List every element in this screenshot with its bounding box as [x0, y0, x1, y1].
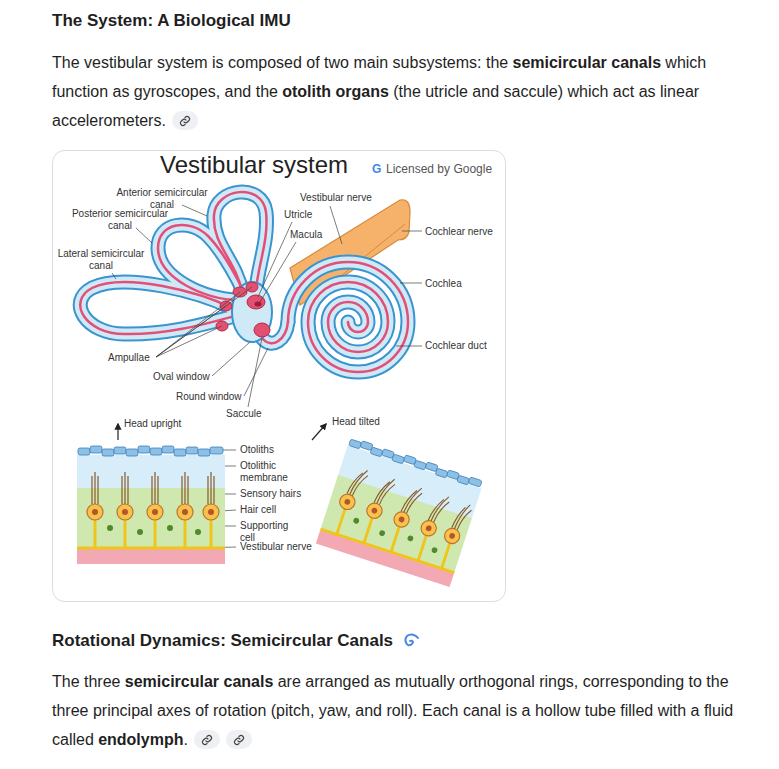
part-label: Cochlear nerve: [425, 226, 493, 238]
leader-lines: [402, 231, 422, 232]
macula-tilted: [316, 437, 484, 587]
vestibule: [247, 295, 265, 309]
macula-tilted: [316, 437, 484, 587]
macula-upright: [77, 446, 225, 564]
leader-lines: [156, 306, 226, 357]
part-label: Macula: [290, 229, 322, 241]
macula-upright: [92, 472, 214, 504]
leader-lines: [330, 206, 342, 244]
body-text: .: [183, 731, 187, 748]
macula-upright: [122, 472, 128, 504]
macula-tilted: [401, 484, 423, 516]
part-label: Supporting cell: [240, 520, 302, 544]
upright-arrow: [117, 424, 118, 440]
macula-upright: [77, 446, 225, 564]
source-link-chip: [226, 730, 252, 749]
figure-card: [53, 151, 506, 602]
part-label: Vestibular nerve: [240, 541, 312, 553]
tilt-arrow: [312, 424, 326, 440]
link-icon: [234, 735, 243, 744]
paragraph: The vestibular system is composed of two…: [52, 48, 757, 135]
part-label: Cochlear duct: [425, 340, 487, 352]
leader-lines: [136, 228, 152, 243]
vestibule: [216, 282, 270, 337]
macula-upright: [182, 472, 188, 504]
part-label: Head upright: [124, 418, 181, 430]
part-label: Utricle: [284, 209, 312, 221]
macula-tilted: [428, 493, 450, 525]
macula-tilted: [452, 502, 473, 532]
body-text: The vestibular system is composed of two…: [52, 54, 508, 71]
vestibule: [254, 323, 270, 337]
license-badge: Licensed by Google: [386, 162, 492, 176]
semicircular-canals-and-cochlea: [214, 192, 267, 292]
vestibule: [232, 282, 272, 342]
spiral-icon: [400, 631, 420, 651]
leader-lines: [156, 292, 240, 357]
part-label: Sensory hairs: [240, 488, 301, 500]
part-label: Round window: [176, 391, 242, 403]
leader-lines: [112, 273, 116, 279]
leader-lines: [248, 338, 262, 407]
macula-tilted: [374, 475, 396, 507]
bold-term: semicircular canals: [513, 54, 662, 71]
link-icon: [201, 734, 213, 746]
bold-term: endolymph: [98, 731, 183, 748]
section-heading: The System: A Biological IMU: [52, 10, 291, 32]
link-icon: [202, 735, 211, 744]
semicircular-canals-and-cochlea: [288, 262, 408, 372]
part-label: Anterior semicircular canal: [112, 187, 212, 211]
license-badge-logo: G: [372, 162, 381, 176]
body-text: The three: [52, 673, 120, 690]
bold-term: semicircular canals: [125, 673, 274, 690]
link-icon: [180, 116, 189, 125]
leader-lines: [260, 242, 296, 302]
macula-upright: [208, 472, 214, 504]
part-label: Cochlea: [425, 278, 462, 290]
semicircular-canals-and-cochlea: [80, 282, 242, 334]
vestibule: [216, 282, 272, 342]
link-icon: [179, 115, 191, 127]
leader-lines: [182, 205, 207, 216]
semicircular-canals-and-cochlea: [288, 262, 408, 372]
part-label: Hair cell: [240, 504, 276, 516]
part-label: Ampullae: [108, 352, 150, 364]
leader-lines: [156, 287, 252, 357]
vestibule: [255, 302, 262, 307]
semicircular-canals-and-cochlea: [288, 262, 408, 372]
leader-lines: [258, 222, 292, 297]
semicircular-canals-and-cochlea: [214, 192, 267, 292]
semicircular-canals-and-cochlea: [80, 282, 242, 334]
leader-lines: [400, 283, 422, 284]
part-label: Otolithic membrane: [240, 460, 302, 484]
semicircular-canals-and-cochlea: [80, 282, 242, 334]
link-icon: [233, 734, 245, 746]
part-label: Posterior semicircular canal: [70, 208, 170, 232]
macula-upright: [152, 472, 158, 504]
semicircular-canals-and-cochlea: [214, 192, 267, 292]
macula-upright: [92, 472, 98, 504]
leader-lines: [396, 346, 422, 347]
part-label: Head tilted: [332, 416, 380, 428]
spiral-icon: [405, 635, 418, 646]
leader-lines: [212, 342, 250, 376]
figure-title: Vestibular system: [160, 151, 348, 179]
part-label: Vestibular nerve: [300, 192, 372, 204]
leader-lines: [244, 348, 268, 396]
macula-tilted: [347, 467, 369, 499]
bold-term: otolith organs: [282, 83, 389, 100]
source-link-chip: [194, 730, 220, 749]
part-label: Lateral semicircular canal: [56, 248, 146, 272]
part-label: Saccule: [226, 408, 262, 420]
source-link-chip: [172, 111, 198, 130]
leader-lines: [156, 326, 222, 357]
part-label: Oval window: [153, 371, 210, 383]
macula-tilted: [347, 467, 473, 532]
section-heading: Rotational Dynamics: Semicircular Canals: [52, 630, 393, 652]
paragraph: The threesemicircular canalsare arranged…: [52, 667, 757, 754]
part-label: Otoliths: [240, 444, 274, 456]
